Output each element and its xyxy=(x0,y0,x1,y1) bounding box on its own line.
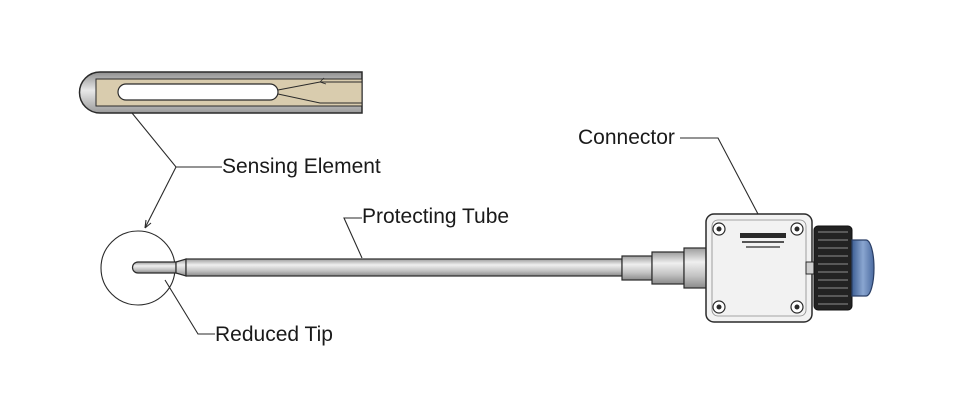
label-reduced-tip: Reduced Tip xyxy=(215,323,333,346)
connector xyxy=(705,213,815,323)
protecting-tube xyxy=(185,258,623,277)
label-protecting-tube: Protecting Tube xyxy=(362,205,510,228)
leader-tip xyxy=(164,279,215,335)
sensing-element-cutaway xyxy=(78,71,363,114)
probe-assembly xyxy=(131,247,709,289)
tip-taper xyxy=(175,258,187,277)
screw-icon xyxy=(712,222,804,314)
leader-sensing-bottom xyxy=(144,166,177,229)
sensing-element-body xyxy=(117,83,279,101)
leader-sensing-arrow xyxy=(144,219,152,229)
leader-tube xyxy=(343,217,363,259)
end-cap xyxy=(851,239,875,297)
label-sensing-element: Sensing Element xyxy=(222,155,381,178)
fitting-3 xyxy=(683,247,709,289)
label-connector: Connector xyxy=(578,126,675,149)
leader-sensing-top xyxy=(131,112,222,168)
leader-connector xyxy=(680,137,759,215)
reduced-tip xyxy=(131,261,177,274)
fitting-1 xyxy=(621,255,653,281)
knurled-nut xyxy=(813,225,853,311)
fitting-2 xyxy=(651,251,685,285)
leader-lines xyxy=(131,112,759,335)
lead-wire-bottom xyxy=(277,93,362,104)
brand-logo-icon xyxy=(740,233,786,248)
